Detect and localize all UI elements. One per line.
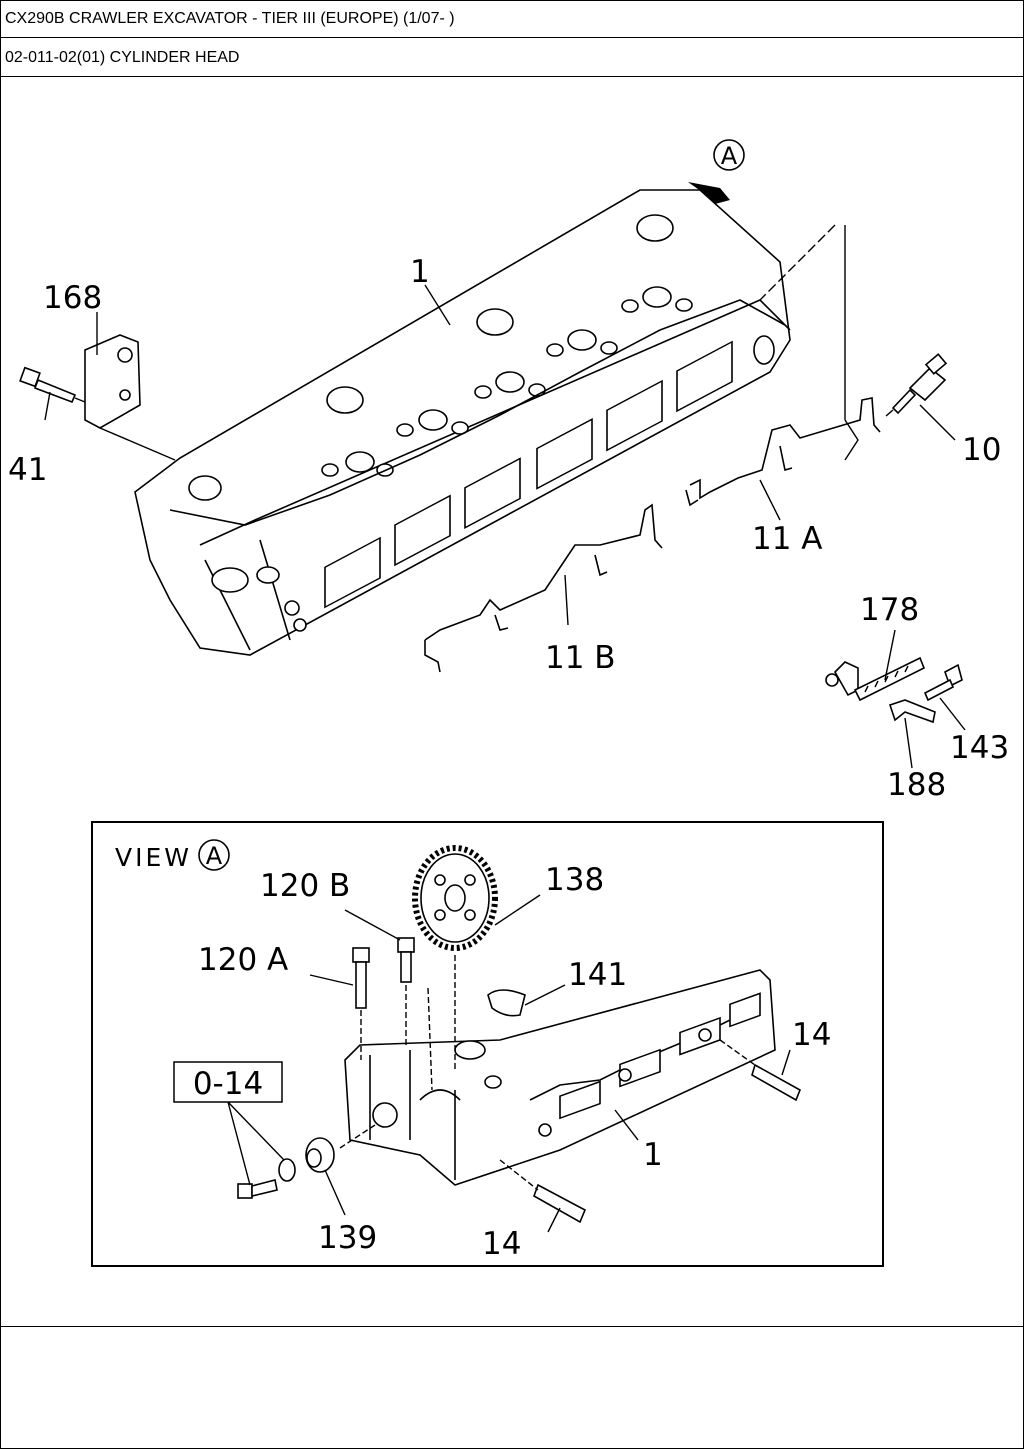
label-120b: 120 B xyxy=(260,868,350,904)
washer xyxy=(278,1158,296,1182)
view-a-arrow: A xyxy=(688,139,745,204)
leak-off-pipe-11b xyxy=(424,503,663,673)
label-120a: 120 A xyxy=(198,942,288,978)
leader-lines-main xyxy=(44,284,966,769)
clamp-178 xyxy=(825,656,926,702)
page-title: CX290B CRAWLER EXCAVATOR - TIER III (EUR… xyxy=(0,0,1024,38)
cylinder-head-main xyxy=(134,189,791,656)
glow-plug-10 xyxy=(885,353,948,417)
view-title: VIEW xyxy=(115,843,192,872)
bolt-120b xyxy=(397,937,415,983)
label-11a: 11 A xyxy=(752,521,823,557)
label-188: 188 xyxy=(887,767,946,803)
bracket-168 xyxy=(84,334,176,461)
view-marker: A xyxy=(206,842,223,870)
label-14-bottom: 14 xyxy=(482,1226,521,1262)
kit-box: 0-14 xyxy=(173,1061,283,1103)
label-168: 168 xyxy=(43,280,102,316)
gear-138 xyxy=(412,845,498,951)
plug-139 xyxy=(305,1137,335,1173)
footer-divider xyxy=(0,1326,1024,1327)
label-1-view: 1 xyxy=(643,1137,663,1173)
label-178: 178 xyxy=(860,592,919,628)
valve-seats xyxy=(188,214,775,632)
label-14-top: 14 xyxy=(792,1017,831,1053)
svg-text:A: A xyxy=(721,142,738,170)
bolt-143 xyxy=(923,663,963,702)
label-kit: 0-14 xyxy=(193,1066,263,1102)
label-141: 141 xyxy=(568,957,627,993)
plate-188 xyxy=(888,699,936,724)
label-11b: 11 B xyxy=(545,640,616,676)
cap-141 xyxy=(487,989,526,1017)
stud-14-top xyxy=(751,1063,802,1102)
label-139: 139 xyxy=(318,1220,377,1256)
section-title: 02-011-02(01) CYLINDER HEAD xyxy=(0,39,1024,77)
view-a-box: VIEW A xyxy=(91,821,884,1267)
bolt-41 xyxy=(19,366,86,404)
intake-ports xyxy=(324,340,733,609)
label-143: 143 xyxy=(950,730,1009,766)
kit-bolt xyxy=(237,1179,278,1199)
label-41: 41 xyxy=(8,452,47,488)
stud-14-bottom xyxy=(533,1183,587,1224)
label-138: 138 xyxy=(545,862,604,898)
label-1: 1 xyxy=(410,254,430,290)
label-10: 10 xyxy=(962,432,1001,468)
bolt-120a xyxy=(352,947,370,1009)
leak-off-pipe-11a xyxy=(685,224,881,507)
